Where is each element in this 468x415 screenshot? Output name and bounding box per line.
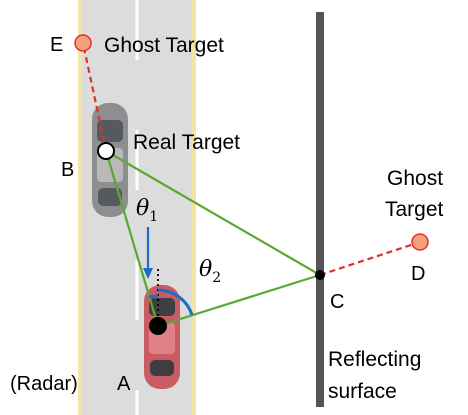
label-a: A xyxy=(117,373,131,395)
label-surface: surface xyxy=(328,380,397,403)
reflecting-surface xyxy=(316,12,324,407)
label-ghost-target-right-2: Target xyxy=(385,198,444,221)
label-c: C xyxy=(330,291,344,313)
road-edge-left xyxy=(78,0,82,415)
point-a-marker xyxy=(149,317,167,335)
ghost-path-b-to-e xyxy=(81,42,108,152)
label-theta2: θ2 xyxy=(199,257,221,286)
label-ghost-target-top: Ghost Target xyxy=(104,34,224,57)
path-b-to-c xyxy=(105,150,321,276)
point-e-marker xyxy=(74,34,92,52)
theta2-arc xyxy=(157,288,194,316)
theta1-arc xyxy=(148,294,159,299)
label-e: E xyxy=(50,34,63,56)
path-a-to-c xyxy=(157,273,321,328)
label-theta1: θ1 xyxy=(136,196,158,225)
road-edge-right xyxy=(192,0,196,415)
label-radar: (Radar) xyxy=(10,373,78,395)
point-d-marker xyxy=(411,233,429,251)
label-real-target: Real Target xyxy=(133,131,240,154)
label-b: B xyxy=(61,159,74,181)
label-d: D xyxy=(411,263,425,285)
ghost-path-c-to-d xyxy=(319,240,421,277)
label-reflecting: Reflecting xyxy=(328,348,421,371)
label-ghost-target-right-1: Ghost xyxy=(387,167,443,190)
point-b-marker xyxy=(97,142,115,160)
point-c-marker xyxy=(315,270,325,280)
theta1-arrow-head xyxy=(143,268,153,279)
